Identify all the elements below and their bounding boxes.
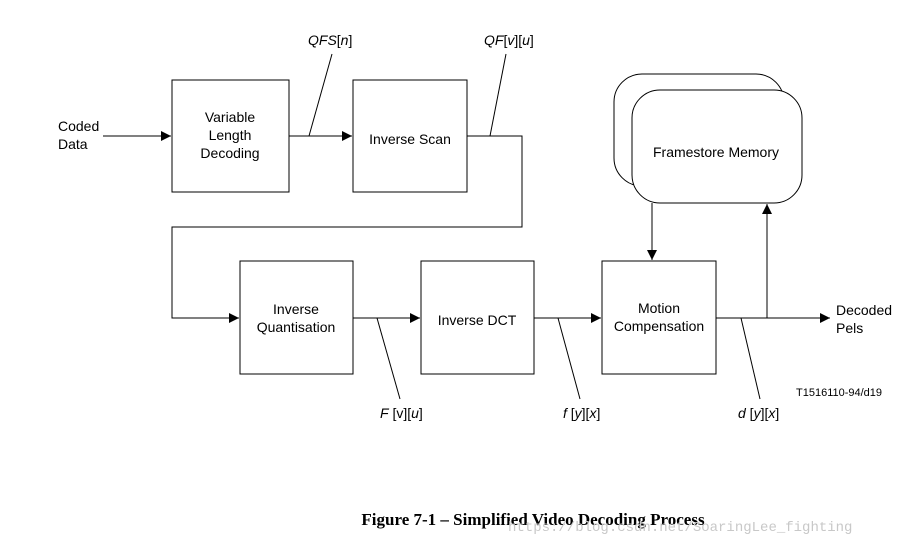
label-run: ][ — [403, 405, 411, 421]
label-run: y — [574, 405, 583, 421]
label-run: ] — [419, 405, 423, 421]
inverse-dct-label: Inverse DCT — [438, 312, 517, 328]
text-line: Inverse — [273, 301, 319, 317]
label-run: ] — [530, 32, 534, 48]
label-run: x — [767, 405, 776, 421]
label-run: f — [563, 405, 569, 421]
text-line: Quantisation — [257, 319, 336, 335]
label-run: [ — [337, 32, 341, 48]
signal-qfs-label: QFS[n] — [308, 32, 352, 48]
label-run: x — [588, 405, 597, 421]
text-line: Decoding — [200, 145, 259, 161]
label-run: ] — [348, 32, 352, 48]
text-line: Length — [209, 127, 252, 143]
framestore-label: Framestore Memory — [653, 144, 779, 160]
text-line: Inverse DCT — [438, 312, 517, 328]
label-run: [ — [567, 405, 575, 421]
label-run: v — [507, 32, 515, 48]
signal-f-label: f [y][x] — [563, 405, 600, 421]
text-line: Data — [58, 136, 88, 152]
label-run: [ — [746, 405, 754, 421]
label-run: y — [753, 405, 762, 421]
text-line: Inverse Scan — [369, 131, 451, 147]
inverse-dct-block: Inverse DCT — [420, 260, 535, 375]
label-run: ][ — [514, 32, 522, 48]
text-line: Pels — [836, 320, 863, 336]
inverse-scan-label: Inverse Scan — [369, 131, 451, 147]
label-run: ] — [596, 405, 600, 421]
label-run: [ — [503, 32, 507, 48]
label-run: u — [411, 405, 419, 421]
label-run: u — [522, 32, 530, 48]
arrow-scan-to-quant — [171, 135, 523, 323]
label-run: ] — [775, 405, 779, 421]
text-line: Framestore Memory — [653, 144, 779, 160]
framestore-front-shape — [631, 89, 803, 204]
signal-qf-label: QF[v][u] — [484, 32, 534, 48]
text-line: Motion — [638, 300, 680, 316]
figure-caption: Figure 7-1 – Simplified Video Decoding P… — [361, 510, 705, 529]
watermark: https://blog.csdn.net/SoaringLee_fightin… — [508, 520, 852, 536]
text-line: Decoded — [836, 302, 892, 318]
label-run: d — [738, 405, 747, 421]
text-line: Variable — [205, 109, 256, 125]
f-leader-line — [557, 317, 581, 400]
label-run: QF — [484, 32, 505, 48]
qf-leader-line — [489, 53, 507, 137]
label-run: QFS — [308, 32, 337, 48]
label-run: F — [380, 405, 390, 421]
F-leader-line — [376, 317, 401, 400]
figure-id: T1516110-94/d19 — [796, 387, 882, 399]
label-run: ][ — [761, 405, 769, 421]
label-run: v — [396, 405, 403, 421]
framestore-memory-block: Framestore Memory — [613, 73, 803, 204]
text-line: Compensation — [614, 318, 704, 334]
signal-F-label: F [v][u] — [380, 405, 423, 421]
d-leader-line — [740, 317, 761, 400]
qfs-leader-line — [308, 53, 333, 137]
label-run: ][ — [582, 405, 590, 421]
signal-d-label: d [y][x] — [738, 405, 779, 421]
label-run: [ — [389, 405, 397, 421]
text-line: Coded — [58, 118, 99, 134]
inverse-scan-block: Inverse Scan — [352, 79, 468, 193]
label-run: n — [341, 32, 349, 48]
